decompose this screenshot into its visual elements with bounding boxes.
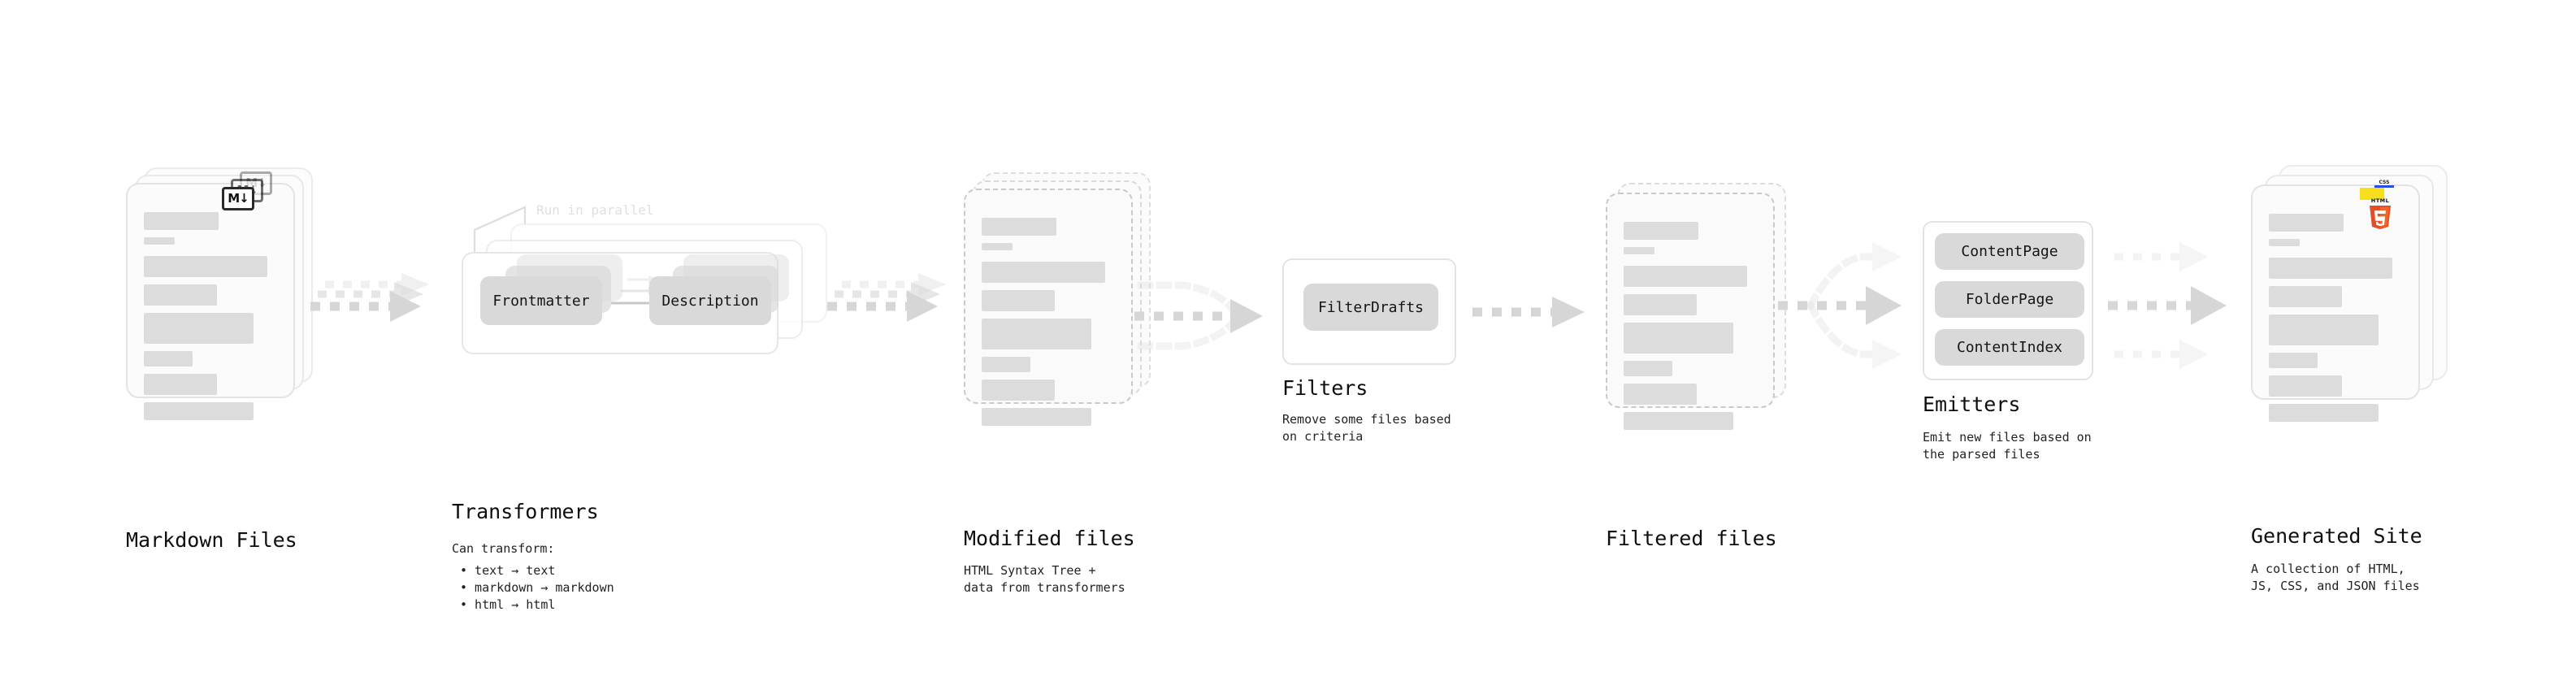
connector-filtered-to-emitters <box>1778 234 1928 377</box>
file-card-generated-site <box>2251 184 2420 422</box>
card-placeholder-bar <box>1624 412 1733 430</box>
card-placeholder-lines <box>144 212 279 427</box>
card-placeholder-bar <box>1624 266 1747 287</box>
card-placeholder-bar <box>982 290 1055 311</box>
card-placeholder-bar <box>982 319 1091 349</box>
desc-modified-files: HTML Syntax Tree + data from transformer… <box>964 563 1125 595</box>
file-card-filtered <box>1606 193 1775 430</box>
label-filters: Filters <box>1282 376 1368 400</box>
card-placeholder-bar <box>2269 375 2342 397</box>
label-markdown-files: Markdown Files <box>126 528 297 552</box>
card-placeholder-bar <box>982 380 1055 401</box>
card-placeholder-bar <box>1624 222 1698 240</box>
card-placeholder-bar <box>982 218 1056 236</box>
connector-filters-to-filtered <box>1472 294 1602 332</box>
card-placeholder-bar <box>144 402 254 420</box>
card-placeholder-bar <box>2269 258 2392 279</box>
label-transformers: Transformers <box>452 500 599 523</box>
chip-frontmatter[interactable]: Frontmatter <box>480 276 602 325</box>
card-placeholder-bar <box>144 351 193 367</box>
label-emitters: Emitters <box>1923 393 2021 416</box>
card-placeholder-bar <box>982 357 1030 372</box>
chip-contentpage[interactable]: ContentPage <box>1935 233 2084 270</box>
card-placeholder-lines <box>2269 214 2404 429</box>
bullet-html-to-html: • html → html <box>460 597 556 612</box>
card-placeholder-bar <box>144 284 217 306</box>
card-placeholder-bar <box>1624 323 1733 354</box>
run-in-parallel-label: Run in parallel <box>536 202 654 218</box>
card-placeholder-bar <box>144 313 254 344</box>
desc-generated-site: A collection of HTML, JS, CSS, and JSON … <box>2251 562 2420 593</box>
card-placeholder-lines <box>1624 222 1759 437</box>
transformers-bullet-list: • text → text • markdown → markdown • ht… <box>460 562 614 614</box>
card-placeholder-bar <box>144 374 217 395</box>
connector-markdown-to-transformers <box>310 270 453 348</box>
card-placeholder-bar <box>1624 294 1697 315</box>
css-badge: CSS <box>2374 178 2394 189</box>
bullet-text-to-text: • text → text <box>460 563 556 578</box>
card-placeholder-bar <box>1624 361 1672 376</box>
card-placeholder-bar <box>1624 384 1697 405</box>
stage-generated-site: CSS HTML <box>2251 165 2448 422</box>
card-placeholder-bar <box>2269 239 2300 246</box>
card-placeholder-lines <box>982 218 1117 433</box>
card-placeholder-bar <box>2269 404 2379 422</box>
file-card-markdown <box>126 183 295 420</box>
card-placeholder-bar <box>144 237 175 245</box>
chip-folderpage[interactable]: FolderPage <box>1935 281 2084 318</box>
card-placeholder-bar <box>144 256 267 277</box>
svg-text:HTML: HTML <box>2371 197 2389 204</box>
card-placeholder-bar <box>982 408 1091 426</box>
markdown-badge-front: M↓ <box>222 187 254 210</box>
card-placeholder-bar <box>982 243 1013 250</box>
label-generated-site: Generated Site <box>2251 524 2422 548</box>
card-placeholder-bar <box>982 262 1105 283</box>
desc-transformers: Can transform: <box>452 541 555 556</box>
card-placeholder-bar <box>2269 353 2318 368</box>
run-in-parallel-callout-line <box>452 198 614 263</box>
desc-filters: Remove some files based on criteria <box>1282 412 1451 444</box>
card-placeholder-bar <box>2269 286 2342 307</box>
connector-emitters-to-site <box>2108 234 2259 377</box>
chip-description[interactable]: Description <box>649 276 771 325</box>
label-modified-files: Modified files <box>964 527 1135 550</box>
emitters-container: ContentPage FolderPage ContentIndex <box>1923 221 2093 380</box>
card-placeholder-bar <box>2269 214 2344 232</box>
html5-badge: HTML <box>2366 196 2394 229</box>
card-placeholder-bar <box>144 212 219 230</box>
file-card-modified <box>964 189 1133 426</box>
label-filtered-files: Filtered files <box>1606 527 1777 550</box>
card-placeholder-bar <box>2269 314 2379 345</box>
svg-text:CSS: CSS <box>2379 180 2390 185</box>
bullet-markdown-to-markdown: • markdown → markdown <box>460 580 614 595</box>
connector-modified-to-filters <box>1134 275 1284 364</box>
connector-transformers-to-modified <box>827 270 970 348</box>
card-placeholder-bar <box>1624 247 1654 254</box>
js-badge <box>2360 188 2384 200</box>
chip-filterdrafts[interactable]: FilterDrafts <box>1303 284 1438 331</box>
desc-emitters: Emit new files based on the parsed files <box>1923 430 2092 462</box>
chip-contentindex[interactable]: ContentIndex <box>1935 329 2084 366</box>
filters-container: FilterDrafts <box>1282 258 1456 365</box>
